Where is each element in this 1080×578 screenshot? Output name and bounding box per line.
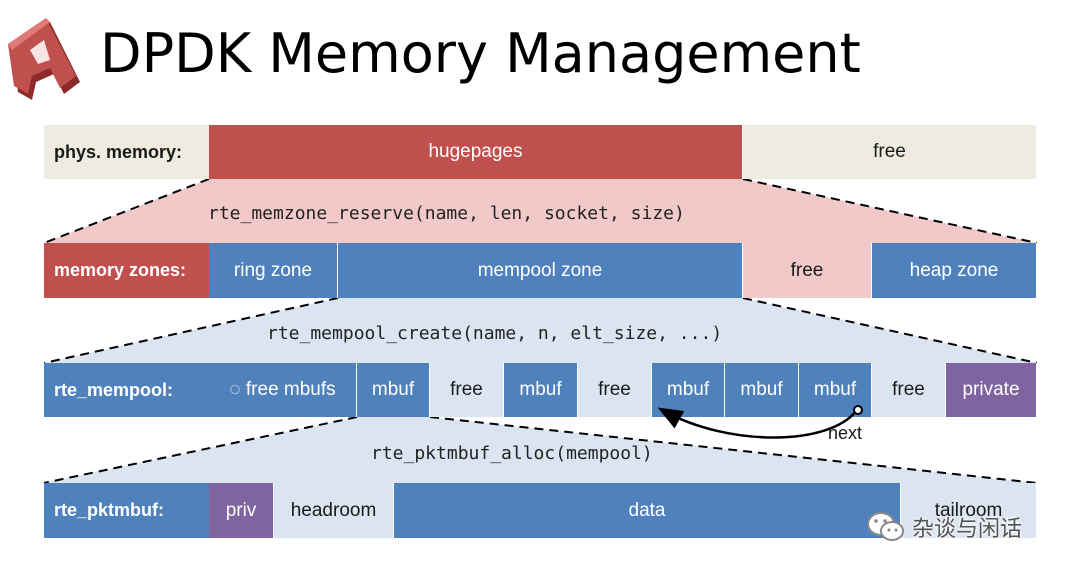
memory-zones-label: memory zones: (44, 243, 209, 298)
connector-line (429, 416, 1038, 484)
pktmbuf-alloc-call: rte_pktmbuf_alloc(mempool) (371, 443, 653, 464)
connector-line (43, 416, 358, 484)
mbuf-segment: mbuf (357, 363, 430, 417)
mempool-create-call: rte_mempool_create(name, n, elt_size, ..… (267, 323, 723, 344)
mempool-free-segment: free (578, 363, 652, 417)
headroom-segment: headroom (274, 483, 394, 538)
mempool-zone-segment: mempool zone (338, 243, 743, 298)
heap-zone-segment: heap zone (872, 243, 1037, 298)
mempool-free-segment: free (430, 363, 504, 417)
ring-zone-segment: ring zone (209, 243, 338, 298)
mbuf-segment: mbuf (725, 363, 799, 417)
watermark-text: 杂谈与闲话 (912, 517, 1023, 542)
rte-pktmbuf-label: rte_pktmbuf: (44, 483, 209, 538)
page-title: DPDK Memory Management (100, 22, 861, 85)
rte-mempool-label: rte_mempool: (44, 363, 209, 417)
phys-free-segment: free (743, 125, 1037, 179)
priv-segment: priv (209, 483, 274, 538)
wechat-icon (867, 512, 904, 541)
logo-icon (8, 18, 80, 100)
free-mbufs-segment: ◌ free mbufs (209, 363, 357, 417)
watermark: 杂谈与闲话 (866, 510, 1022, 544)
mbuf-segment: mbuf (504, 363, 578, 417)
memzone-reserve-call: rte_memzone_reserve(name, len, socket, s… (208, 203, 685, 224)
tailroom-segment: tailroom (901, 483, 1037, 538)
connector-line (742, 297, 1038, 364)
hugepages-segment: hugepages (209, 125, 743, 179)
connector-line (742, 178, 1038, 244)
data-segment: data (394, 483, 901, 538)
mempool-free-segment: free (872, 363, 946, 417)
mbuf-segment: mbuf (652, 363, 725, 417)
connector-line (43, 297, 339, 364)
private-segment: private (946, 363, 1037, 417)
phys-memory-label: phys. memory: (44, 125, 209, 179)
zones-free-segment: free (743, 243, 872, 298)
next-label: next (828, 423, 863, 443)
